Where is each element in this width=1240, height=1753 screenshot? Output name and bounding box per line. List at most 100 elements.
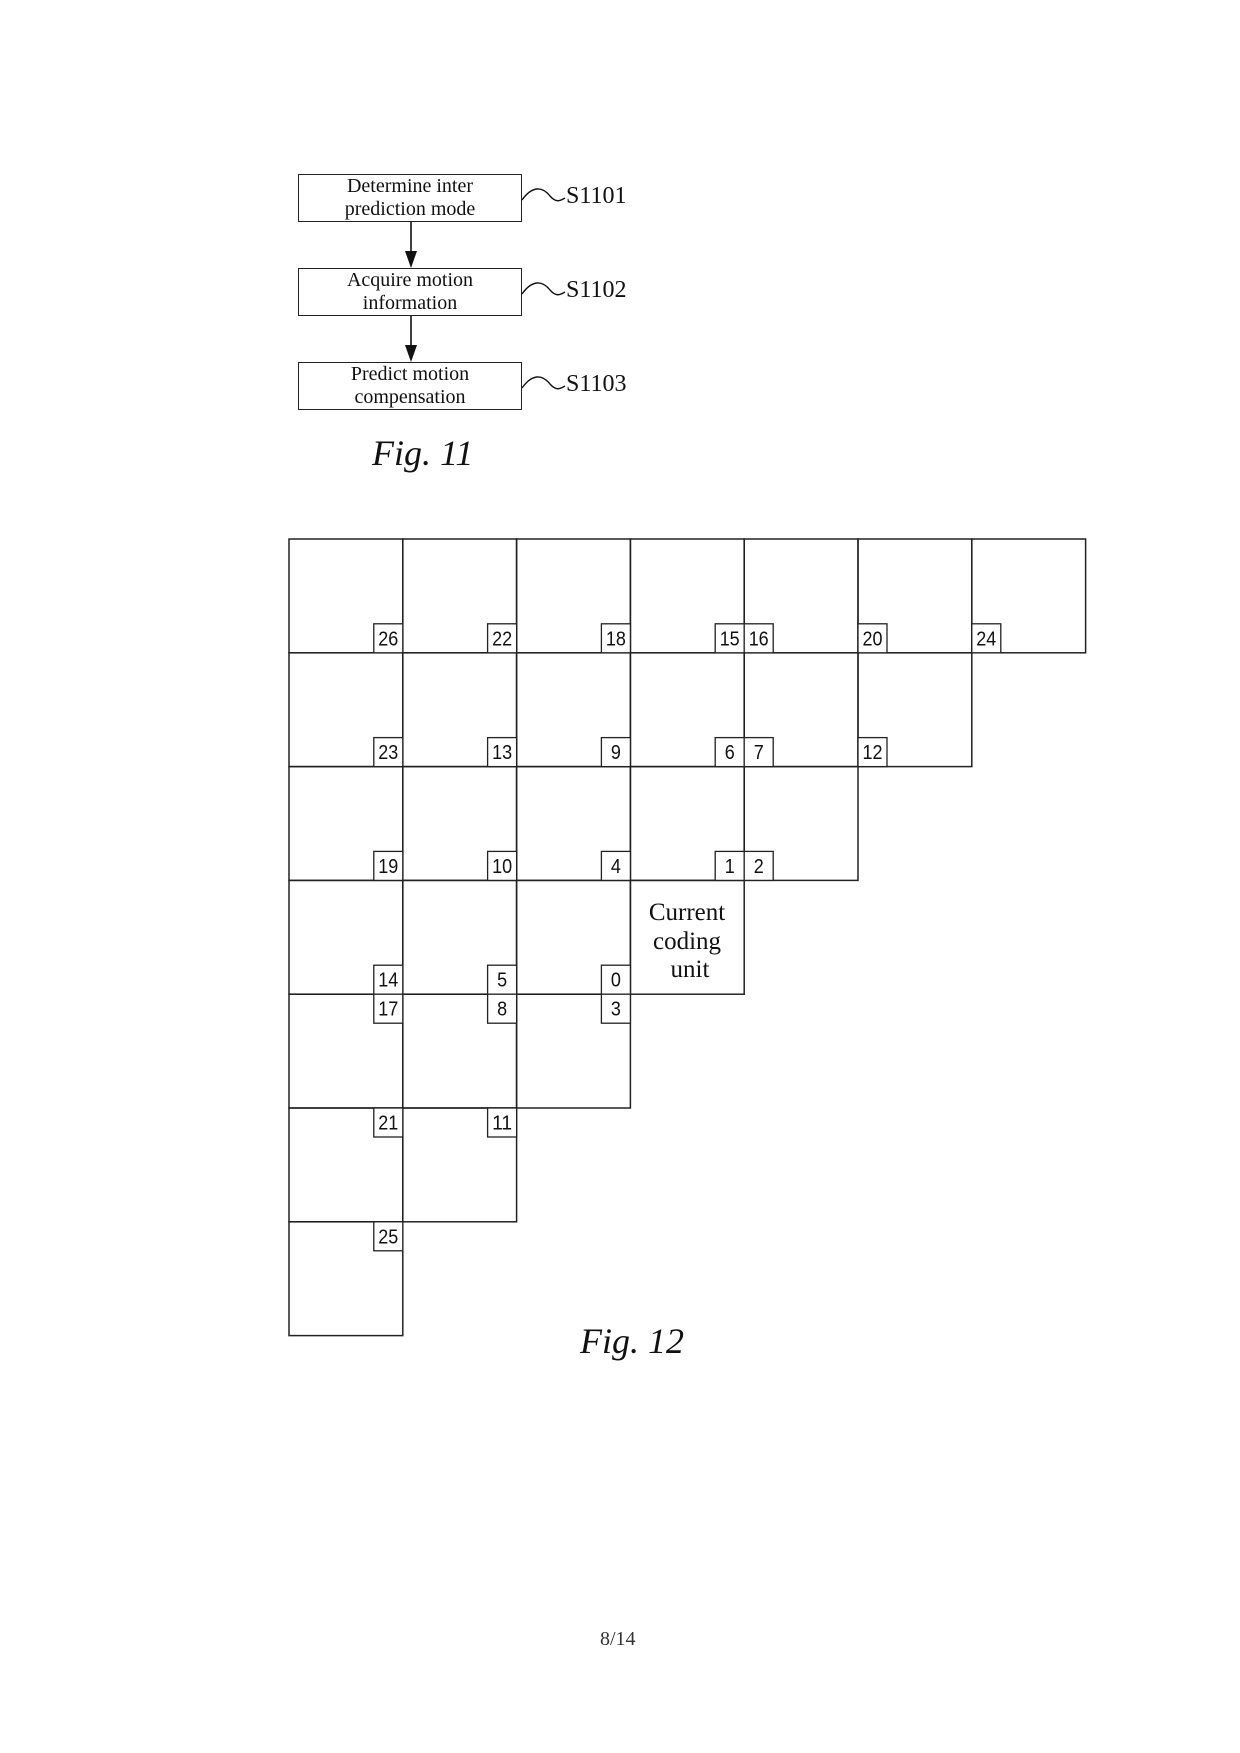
candidate-position-label: 13 (486, 736, 518, 768)
candidate-position-label: 23 (373, 736, 404, 768)
label-box (486, 736, 518, 768)
flow-step-1-line1: Determine inter (346, 175, 474, 197)
step-id-s1101: S1101 (566, 183, 627, 209)
label-number: 0 (611, 970, 621, 992)
label-number: 9 (611, 742, 621, 764)
grid-cells (288, 538, 1087, 1337)
candidate-position-label: 7 (743, 736, 774, 768)
label-box (486, 993, 518, 1024)
label-box (857, 623, 888, 654)
label-box (373, 1221, 404, 1252)
candidate-position-label: 15 (714, 623, 745, 654)
step-connector-3 (521, 376, 566, 390)
current-coding-unit-block (629, 879, 745, 995)
label-box (971, 623, 1002, 654)
flow-step-3-line1: Predict motion (350, 363, 470, 385)
label-box (743, 736, 774, 768)
label-number: 13 (492, 742, 512, 764)
label-number: 12 (863, 742, 883, 764)
label-number: 1 (725, 856, 735, 878)
label-box (486, 850, 518, 882)
label-box (600, 736, 632, 768)
current-unit-line2: coding (653, 928, 722, 955)
candidate-position-label: 8 (486, 993, 518, 1024)
label-box (373, 1107, 404, 1138)
step-id-s1102: S1102 (566, 277, 627, 303)
candidate-position-label: 25 (373, 1221, 404, 1252)
fig12-caption: Fig. 12 (580, 1321, 684, 1361)
label-box (373, 623, 404, 654)
candidate-position-label: 6 (714, 736, 745, 768)
candidate-position-label: 24 (971, 623, 1002, 654)
label-box (600, 623, 632, 654)
candidate-position-label: 3 (600, 993, 632, 1024)
label-number: 16 (749, 628, 769, 650)
page-number: 8/14 (600, 1628, 636, 1650)
step-connector-2 (521, 282, 566, 296)
flow-step-2-line1: Acquire motion (346, 269, 474, 291)
label-box (714, 850, 745, 882)
neighbor-block (857, 652, 973, 768)
label-box (743, 623, 774, 654)
candidate-position-label: 22 (486, 623, 518, 654)
candidate-position-label: 18 (600, 623, 632, 654)
label-box (600, 993, 632, 1024)
flow-arrow-1 (405, 222, 417, 268)
candidate-position-label: 1 (714, 850, 745, 882)
label-box (714, 736, 745, 768)
label-number: 3 (611, 999, 621, 1021)
label-number: 15 (720, 628, 740, 650)
current-unit-line3: unit (671, 956, 710, 983)
candidate-position-label: 2 (743, 850, 774, 882)
label-number: 7 (754, 742, 764, 764)
candidate-position-label: 26 (373, 623, 404, 654)
candidate-position-label: 9 (600, 736, 632, 768)
label-number: 23 (378, 742, 398, 764)
flow-step-1-line2: prediction mode (344, 198, 476, 220)
neighbor-block (971, 538, 1087, 654)
label-number: 10 (492, 856, 512, 878)
label-number: 19 (378, 856, 398, 878)
candidate-position-label: 5 (486, 964, 518, 995)
fig11-caption: Fig. 11 (372, 433, 474, 473)
neighbor-block (288, 1221, 404, 1337)
candidate-position-label: 20 (857, 623, 888, 654)
flow-arrow-2 (405, 316, 417, 362)
label-number: 5 (497, 970, 507, 992)
label-number: 20 (863, 628, 883, 650)
step-connector-1 (521, 188, 566, 202)
label-box (373, 736, 404, 768)
candidate-position-label: 16 (743, 623, 774, 654)
candidate-position-label: 4 (600, 850, 632, 882)
label-box (486, 623, 518, 654)
candidate-position-label: 17 (373, 993, 404, 1024)
label-box (600, 964, 632, 995)
label-box (373, 850, 404, 882)
current-unit-line1: Current (649, 899, 725, 926)
candidate-position-label: 14 (373, 964, 404, 995)
label-number: 8 (497, 999, 507, 1021)
candidate-position-label: 0 (600, 964, 632, 995)
neighbor-block (402, 1107, 518, 1223)
label-number: 4 (611, 856, 621, 878)
candidate-position-label: 11 (486, 1107, 518, 1138)
label-box (600, 850, 632, 882)
neighbor-block (515, 993, 632, 1109)
label-number: 22 (492, 628, 512, 650)
label-number: 14 (378, 970, 398, 992)
label-number: 26 (378, 628, 398, 650)
label-number: 21 (378, 1113, 398, 1135)
step-id-s1103: S1103 (566, 371, 627, 397)
candidate-position-label: 19 (373, 850, 404, 882)
flowchart-connectors (405, 188, 566, 390)
label-number: 17 (378, 999, 398, 1021)
neighbor-block (743, 765, 859, 882)
current-coding-unit: Current coding unit (649, 899, 725, 983)
label-box (743, 850, 774, 882)
label-number: 25 (378, 1226, 398, 1248)
label-box (486, 1107, 518, 1138)
label-number: 18 (606, 628, 626, 650)
